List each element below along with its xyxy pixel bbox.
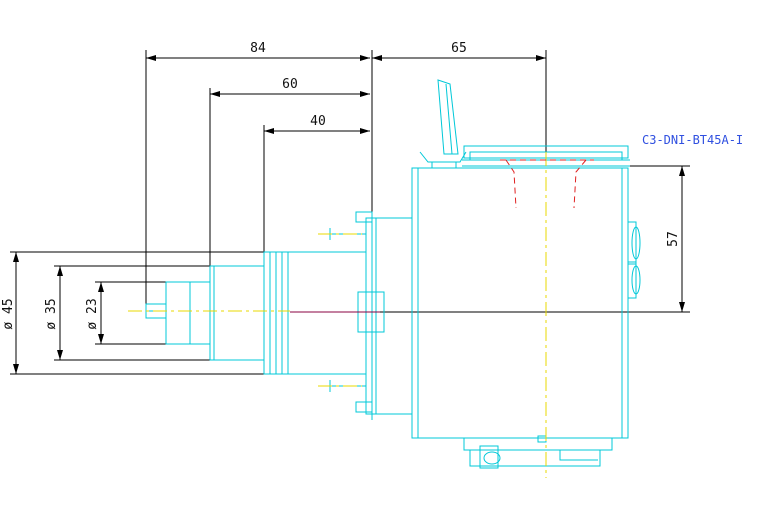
part-outline bbox=[145, 79, 641, 469]
hidden-lines bbox=[500, 159, 594, 209]
dim-dia23-label: ø 23 bbox=[85, 298, 100, 329]
dim-40-label: 40 bbox=[310, 114, 326, 129]
dim-65-label: 65 bbox=[451, 41, 467, 56]
dim-60-label: 60 bbox=[282, 77, 298, 92]
dim-dia45-label: ø 45 bbox=[1, 298, 16, 329]
center-lines bbox=[128, 152, 547, 478]
dim-84-label: 84 bbox=[250, 41, 266, 56]
dim-57-label: 57 bbox=[666, 231, 681, 247]
dimension-lines bbox=[10, 50, 690, 375]
dimension-arrows bbox=[13, 55, 685, 374]
dim-dia35-label: ø 35 bbox=[44, 298, 59, 329]
part-number-label: C3-DNI-BT45A-I bbox=[642, 133, 743, 147]
